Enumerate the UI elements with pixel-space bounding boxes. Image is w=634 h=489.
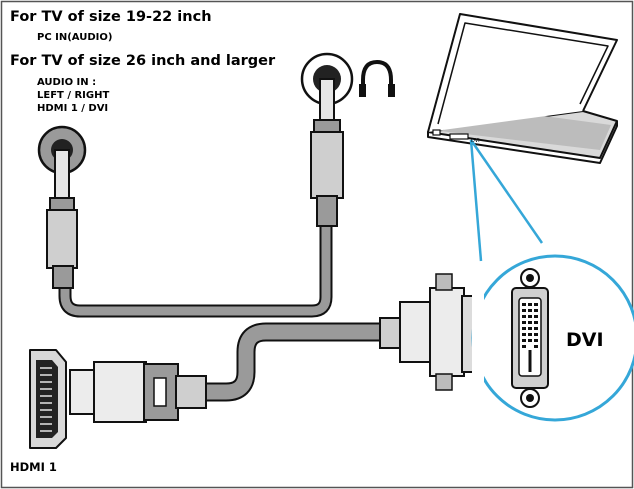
audio-cable: [58, 225, 333, 318]
laptop-audio-jack: [300, 52, 354, 227]
hdmi-cable: [205, 322, 382, 402]
headphone-icon: [359, 59, 395, 97]
tv-small-port-label: PC IN(AUDIO): [37, 32, 113, 43]
audio-in-hdmi-dvi: HDMI 1 / DVI: [37, 103, 109, 114]
tv-large-heading: For TV of size 26 inch and larger: [10, 53, 276, 69]
hdmi1-label: HDMI 1: [10, 460, 57, 474]
tv-small-heading: For TV of size 19-22 inch: [10, 9, 212, 25]
audio-in-title: AUDIO IN :: [37, 77, 97, 88]
hdmi-connector: [29, 349, 207, 449]
dvi-label: DVI: [566, 329, 604, 351]
laptop-icon: [427, 13, 618, 164]
audio-in-left-right: LEFT / RIGHT: [37, 90, 110, 101]
dvi-port-callout: [471, 254, 634, 422]
tv-audio-jack: [37, 125, 87, 289]
highlight-leaders: [469, 139, 544, 262]
laptop-port-label: DVI: [471, 138, 480, 144]
hdmi-connector-icon: [40, 367, 52, 432]
dvi-connector-icon: [511, 268, 549, 408]
